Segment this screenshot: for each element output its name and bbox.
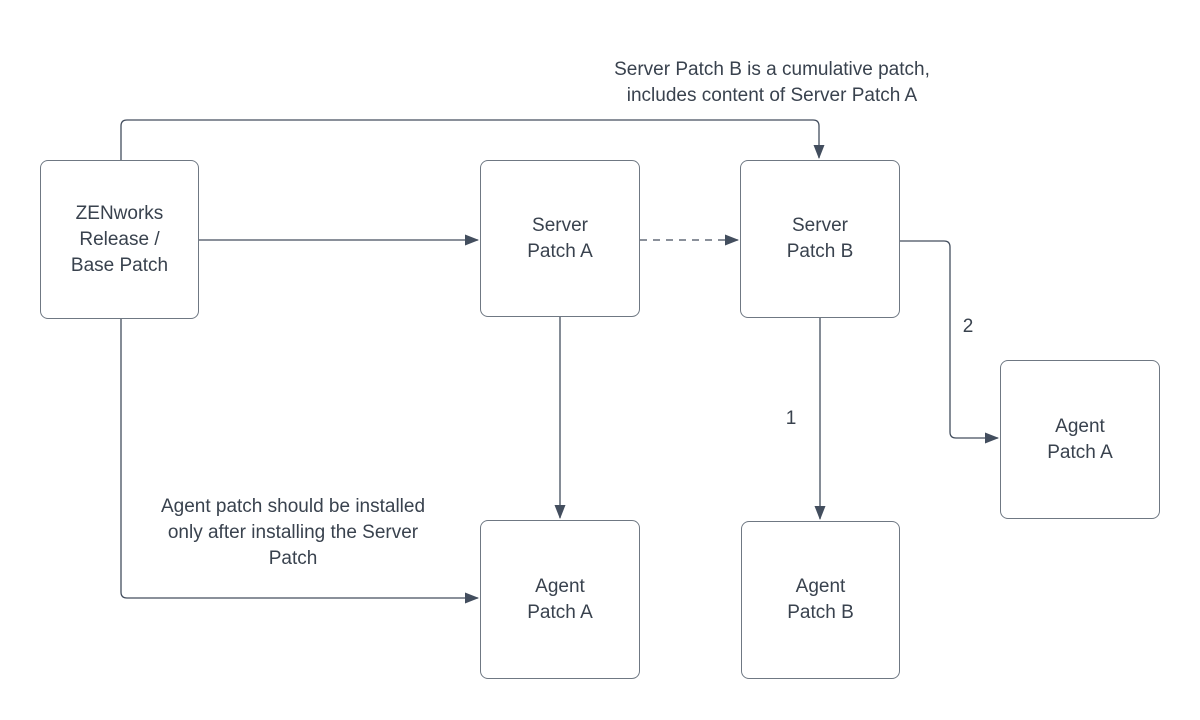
- connector-server-patch-b-to-agent-patch-a-right: [900, 240, 999, 444]
- node-server-patch-a: Server Patch A: [480, 160, 640, 317]
- cumulative-patch-note: Server Patch B is a cumulative patch, in…: [614, 59, 930, 106]
- connector-zenworks-to-agent-patch-a-bottom: [120, 319, 479, 604]
- install-order-note: Agent patch should be installed only aft…: [160, 496, 426, 569]
- node-agent-patch-a-bottom: Agent Patch A: [480, 520, 640, 679]
- edge-label-1: 1: [785, 408, 797, 429]
- edge-label-2: 2: [962, 316, 974, 337]
- connector-zenworks-to-server-patch-b: [120, 119, 825, 160]
- node-server-patch-b: Server Patch B: [740, 160, 900, 318]
- node-zenworks-release-base-patch: ZENworks Release / Base Patch: [40, 160, 199, 319]
- node-agent-patch-b: Agent Patch B: [741, 521, 900, 679]
- node-agent-patch-a-right: Agent Patch A: [1000, 360, 1160, 519]
